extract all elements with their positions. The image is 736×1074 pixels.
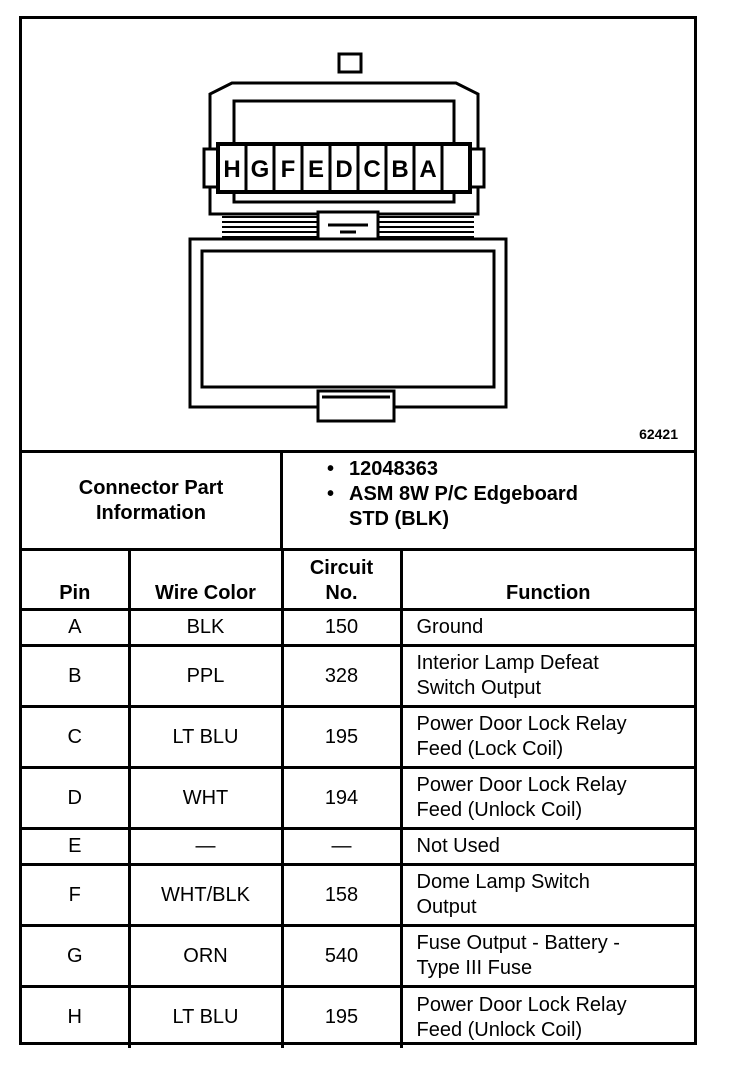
header-circuit-no: Circuit No. bbox=[280, 548, 403, 611]
table-row: F WHT/BLK 158 Dome Lamp Switch Output bbox=[22, 863, 694, 927]
table-row: H LT BLU 195 Power Door Lock Relay Feed … bbox=[22, 985, 694, 1048]
cell-circuit: 150 bbox=[280, 608, 403, 647]
cell-wire-color: WHT/BLK bbox=[127, 863, 284, 927]
connector-info-label: Connector Part Information bbox=[22, 453, 283, 548]
pin-letter-g: G bbox=[251, 156, 270, 183]
header-function: Function bbox=[399, 548, 694, 611]
connector-drawing: H G F E D C B A bbox=[188, 52, 508, 423]
pin-letter-c: C bbox=[363, 156, 380, 183]
cell-function: Fuse Output - Battery - Type III Fuse bbox=[399, 924, 694, 988]
cell-wire-color: WHT bbox=[127, 766, 284, 830]
cell-pin: F bbox=[22, 863, 131, 927]
cell-circuit: 195 bbox=[280, 705, 403, 769]
table-row: E — — Not Used bbox=[22, 827, 694, 866]
table-row: B PPL 328 Interior Lamp Defeat Switch Ou… bbox=[22, 644, 694, 708]
cell-wire-color: BLK bbox=[127, 608, 284, 647]
cell-function: Power Door Lock Relay Feed (Lock Coil) bbox=[399, 705, 694, 769]
cell-pin: C bbox=[22, 705, 131, 769]
connector-sheet: H G F E D C B A bbox=[19, 16, 697, 1048]
cell-pin: B bbox=[22, 644, 131, 708]
cell-wire-color: LT BLU bbox=[127, 985, 284, 1048]
part-description: ASM 8W P/C Edgeboard STD (BLK) bbox=[283, 482, 694, 532]
figure-id: 62421 bbox=[639, 426, 678, 442]
cell-function: Power Door Lock Relay Feed (Unlock Coil) bbox=[399, 766, 694, 830]
header-pin: Pin bbox=[22, 548, 131, 611]
cell-circuit: 328 bbox=[280, 644, 403, 708]
cell-wire-color: PPL bbox=[127, 644, 284, 708]
pin-letter-d: D bbox=[335, 156, 352, 183]
table-row: D WHT 194 Power Door Lock Relay Feed (Un… bbox=[22, 766, 694, 830]
cell-function: Not Used bbox=[399, 827, 694, 866]
table-row: G ORN 540 Fuse Output - Battery - Type I… bbox=[22, 924, 694, 988]
table-header-row: Pin Wire Color Circuit No. Function bbox=[22, 548, 694, 611]
header-wire-color: Wire Color bbox=[127, 548, 284, 611]
cell-circuit: 194 bbox=[280, 766, 403, 830]
cell-circuit: 195 bbox=[280, 985, 403, 1048]
cell-pin: H bbox=[22, 985, 131, 1048]
cell-wire-color: — bbox=[127, 827, 284, 866]
pin-letter-a: A bbox=[419, 156, 436, 183]
cell-wire-color: LT BLU bbox=[127, 705, 284, 769]
cell-circuit: — bbox=[280, 827, 403, 866]
cell-pin: E bbox=[22, 827, 131, 866]
pin-letter-b: B bbox=[391, 156, 408, 183]
cell-pin: G bbox=[22, 924, 131, 988]
pin-letter-f: F bbox=[281, 156, 296, 183]
part-number: 12048363 bbox=[283, 457, 694, 482]
cell-pin: D bbox=[22, 766, 131, 830]
cell-function: Dome Lamp Switch Output bbox=[399, 863, 694, 927]
connector-figure: H G F E D C B A bbox=[22, 19, 694, 453]
connector-info-list: 12048363 ASM 8W P/C Edgeboard STD (BLK) bbox=[283, 453, 694, 552]
cell-circuit: 540 bbox=[280, 924, 403, 988]
pin-letter-h: H bbox=[223, 156, 240, 183]
pin-table: Pin Wire Color Circuit No. Function A BL… bbox=[22, 548, 694, 1048]
table-row: A BLK 150 Ground bbox=[22, 608, 694, 647]
cell-pin: A bbox=[22, 608, 131, 647]
connector-part-info: Connector Part Information 12048363 ASM … bbox=[22, 453, 694, 551]
cell-function: Power Door Lock Relay Feed (Unlock Coil) bbox=[399, 985, 694, 1048]
cell-function: Ground bbox=[399, 608, 694, 647]
cell-wire-color: ORN bbox=[127, 924, 284, 988]
pin-letter-e: E bbox=[308, 156, 324, 183]
cell-function: Interior Lamp Defeat Switch Output bbox=[399, 644, 694, 708]
cell-circuit: 158 bbox=[280, 863, 403, 927]
table-row: C LT BLU 195 Power Door Lock Relay Feed … bbox=[22, 705, 694, 769]
